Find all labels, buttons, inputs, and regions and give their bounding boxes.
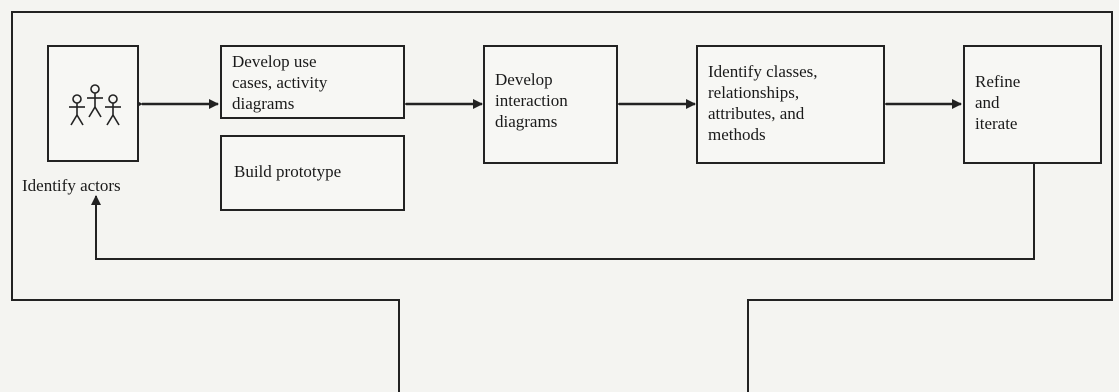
- use-cases-label: Develop use cases, activity diagrams: [232, 52, 328, 113]
- refine-label: Refine and iterate: [975, 72, 1021, 133]
- classes-box: Identify classes, relationships, attribu…: [696, 45, 885, 164]
- feedback-loop-arrow: [91, 164, 1035, 260]
- prototype-box: Build prototype: [220, 135, 405, 211]
- interaction-label: Develop interaction diagrams: [495, 70, 568, 131]
- refine-box: Refine and iterate: [963, 45, 1102, 164]
- prototype-label: Build prototype: [234, 162, 342, 181]
- outer-frame: [11, 11, 1113, 392]
- actors-box: [47, 45, 139, 162]
- stick-figures-icon: [69, 84, 121, 126]
- classes-label: Identify classes, relationships, attribu…: [708, 62, 818, 144]
- interaction-box: Develop interaction diagrams: [483, 45, 618, 164]
- use-cases-box: Develop use cases, activity diagrams: [220, 45, 405, 119]
- actors-caption: Identify actors: [22, 176, 121, 195]
